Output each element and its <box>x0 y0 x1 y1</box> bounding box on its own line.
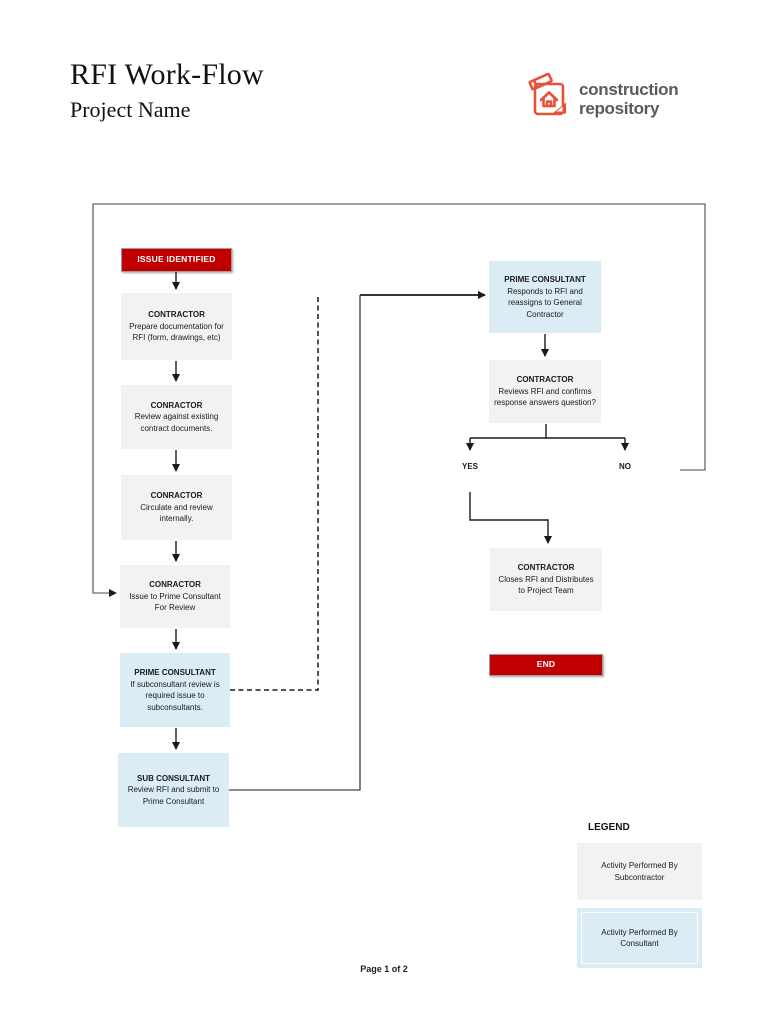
line-sub-to-prime-responds <box>229 295 361 791</box>
page-number: Page 1 of 2 <box>360 964 408 974</box>
legend-label: Activity Performed By Consultant <box>601 927 678 949</box>
node-body: Prepare documentation for RFI (form, dra… <box>129 321 224 343</box>
logo-line2: repository <box>579 98 660 118</box>
legend-label: Activity Performed By Subcontractor <box>601 861 678 882</box>
node-body: Review RFI and submit to Prime Consultan… <box>127 785 220 806</box>
node-sub-consultant: SUB CONSULTANT Review RFI and submit to … <box>118 753 229 827</box>
label-no: NO <box>619 462 631 471</box>
node-issue-identified: ISSUE IDENTIFIED <box>121 248 232 272</box>
branch-line <box>470 424 625 439</box>
legend-item-subcontractor: Activity Performed By Subcontractor <box>577 843 702 900</box>
node-title: CONTRACTOR <box>148 310 205 320</box>
page-title: RFI Work-Flow <box>70 58 264 91</box>
start-label: ISSUE IDENTIFIED <box>137 254 216 265</box>
node-contractor-closes: CONTRACTOR Closes RFI and Distributes to… <box>490 548 602 611</box>
arrow-yes-to-closes <box>469 492 552 544</box>
logo-line1: construction <box>579 79 679 99</box>
node-body: Responds to RFI and reassigns to General… <box>507 286 583 319</box>
node-body: Review against existing contract documen… <box>134 412 219 433</box>
node-title: PRIME CONSULTANT <box>134 668 216 677</box>
node-title: CONRACTOR <box>149 580 201 590</box>
node-contractor-prepare: CONTRACTOR Prepare documentation for RFI… <box>121 293 232 360</box>
node-body: Issue to Prime Consultant For Review <box>129 591 221 613</box>
legend-title: LEGEND <box>588 822 630 833</box>
node-end: END <box>489 654 603 676</box>
node-body: Reviews RFI and confirms response answer… <box>494 386 596 408</box>
logo-wordmark: construction repository <box>579 79 679 118</box>
page-subtitle: Project Name <box>70 97 191 122</box>
node-conractor-review: CONRACTOR Review against existing contra… <box>121 385 232 449</box>
node-title: CONTRACTOR <box>516 375 574 385</box>
node-title: CONTRACTOR <box>517 563 575 573</box>
node-prime-consultant-subreview: PRIME CONSULTANT If subconsultant review… <box>120 653 230 727</box>
node-prime-consultant-responds: PRIME CONSULTANT Responds to RFI and rea… <box>489 261 601 333</box>
node-title: CONRACTOR <box>150 400 203 410</box>
node-title: PRIME CONSULTANT <box>504 275 586 284</box>
label-yes: YES <box>461 462 478 471</box>
dashed-line-subconsultant-bypass <box>230 295 319 691</box>
node-body: Circulate and review internally. <box>140 502 213 524</box>
node-title: SUB CONSULTANT <box>136 773 211 783</box>
node-body: If subconsultant review is required issu… <box>130 679 220 712</box>
house-clipboard-icon <box>527 72 572 125</box>
title-block: RFI Work-Flow Project Name <box>70 58 264 123</box>
node-conractor-issue-to-prime: CONRACTOR Issue to Prime Consultant For … <box>120 565 230 628</box>
end-label: END <box>536 659 556 670</box>
legend-item-consultant: Activity Performed By Consultant <box>577 908 702 968</box>
node-conractor-circulate: CONRACTOR Circulate and review internall… <box>121 475 232 540</box>
node-body: Closes RFI and Distributes to Project Te… <box>498 574 594 596</box>
node-title: CONRACTOR <box>150 491 203 501</box>
node-contractor-reviews: CONTRACTOR Reviews RFI and confirms resp… <box>489 360 601 423</box>
construction-repository-logo: construction repository <box>527 72 679 125</box>
